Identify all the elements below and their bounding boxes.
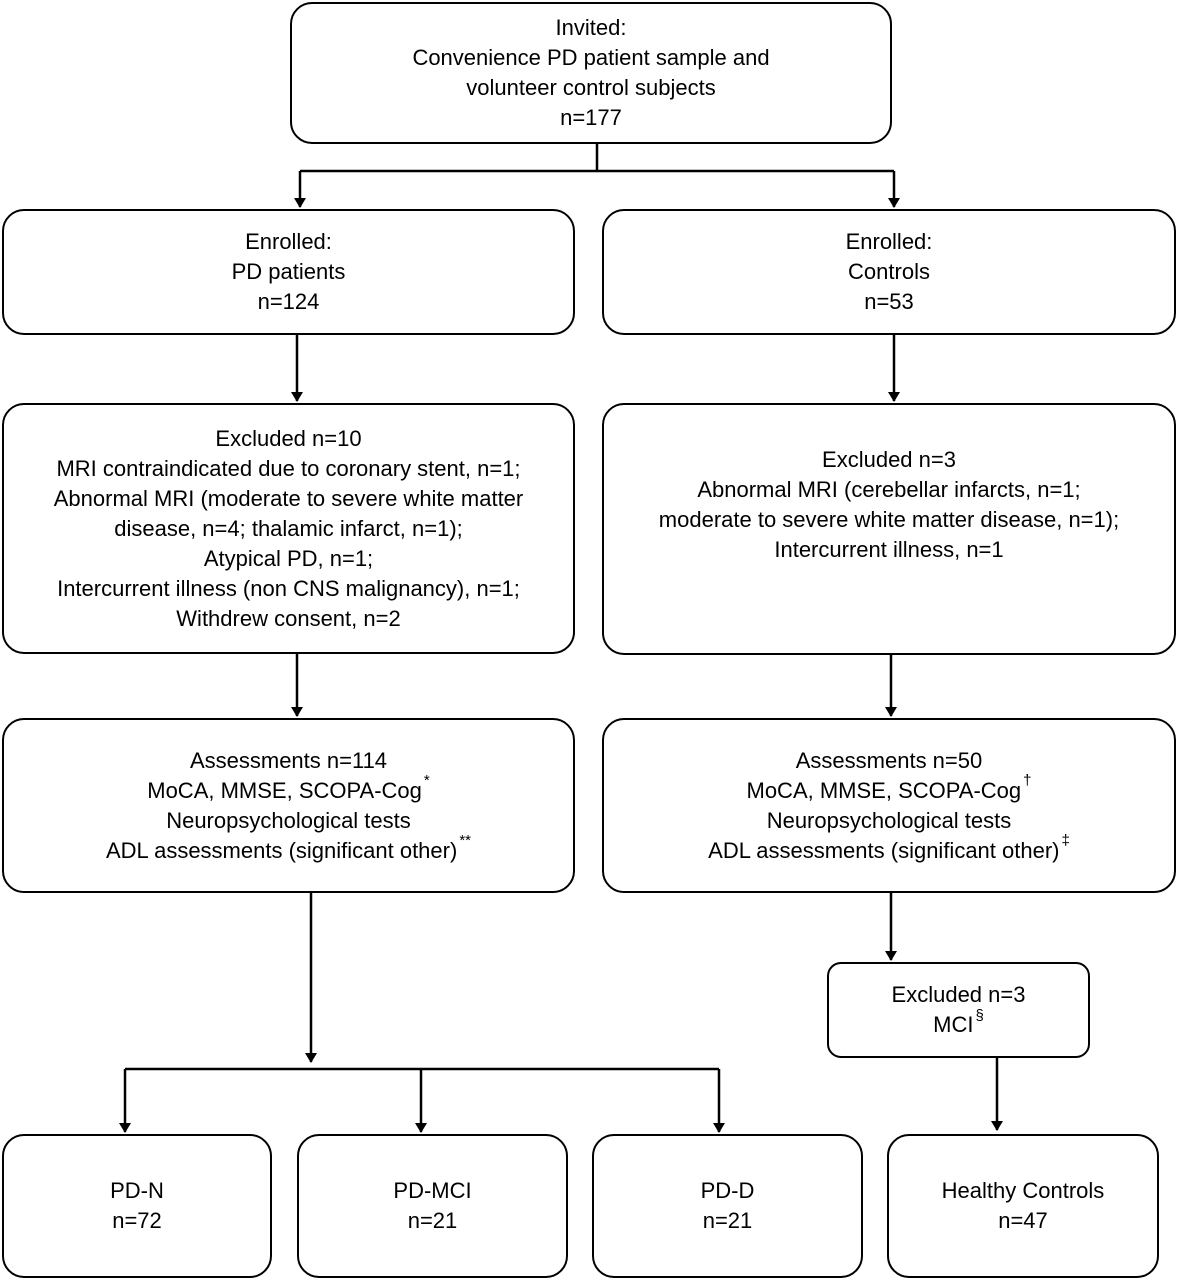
enrolled-controls-title: Enrolled: xyxy=(845,229,933,254)
invited-desc-1: Convenience PD patient sample and xyxy=(412,45,770,70)
outcome-healthy-controls-box: Healthy Controls n=47 xyxy=(887,1134,1159,1278)
assess-controls-neuropsych: Neuropsychological tests xyxy=(766,807,1012,833)
excluded-controls-box: Excluded n=3 Abnormal MRI (cerebellar in… xyxy=(602,403,1176,655)
assess-controls-cognitive: MoCA, MMSE, SCOPA-Cog† xyxy=(746,772,1032,803)
enrolled-pd-box: Enrolled: PD patients n=124 xyxy=(2,209,575,335)
excluded-controls-reason-1: Abnormal MRI (cerebellar infarcts, n=1; xyxy=(697,477,1081,502)
footnote-mark-adl-pd: ** xyxy=(459,832,471,850)
excluded-controls-reason-2: moderate to severe white matter disease,… xyxy=(658,507,1120,532)
connector-invited-split xyxy=(300,143,894,173)
enrolled-pd-title: Enrolled: xyxy=(245,229,332,254)
invited-title: Invited: xyxy=(555,15,627,40)
outcome-pd-n-label: PD-N xyxy=(110,1178,164,1203)
excluded-mci-reason: MCI§ xyxy=(933,1006,984,1037)
excluded-pd-reason-3: disease, n=4; thalamic infarct, n=1); xyxy=(114,515,463,541)
outcome-pd-mci-box: PD-MCI n=21 xyxy=(297,1134,568,1278)
enrolled-pd-count: n=124 xyxy=(257,289,320,314)
invited-box: Invited: Convenience PD patient sample a… xyxy=(290,2,892,144)
excluded-mci-box: Excluded n=3 MCI§ xyxy=(827,962,1090,1058)
outcome-pd-d-count: n=21 xyxy=(702,1208,753,1233)
excluded-pd-reason-1: MRI contraindicated due to coronary sten… xyxy=(56,455,521,481)
excluded-pd-reason-5: Intercurrent illness (non CNS malignancy… xyxy=(57,575,520,601)
excluded-controls-reason-3: Intercurrent illness, n=1 xyxy=(774,537,1004,562)
enrolled-controls-group: Controls xyxy=(848,259,930,284)
footnote-mark-cog-controls: † xyxy=(1023,772,1032,790)
excluded-mci-title: Excluded n=3 xyxy=(891,982,1026,1007)
outcome-pd-mci-count: n=21 xyxy=(407,1208,458,1233)
footnote-mark-adl-controls: ‡ xyxy=(1061,832,1070,850)
outcome-healthy-controls-label: Healthy Controls xyxy=(941,1178,1105,1203)
enrolled-pd-group: PD patients xyxy=(231,259,346,284)
enrolled-controls-count: n=53 xyxy=(864,289,914,314)
outcome-pd-n-box: PD-N n=72 xyxy=(2,1134,272,1278)
assess-pd-box: Assessments n=114 MoCA, MMSE, SCOPA-Cog*… xyxy=(2,718,575,893)
excluded-pd-reason-2: Abnormal MRI (moderate to severe white m… xyxy=(53,485,524,511)
excluded-pd-box: Excluded n=10 MRI contraindicated due to… xyxy=(2,403,575,654)
assess-pd-title: Assessments n=114 xyxy=(189,747,388,773)
assess-controls-title: Assessments n=50 xyxy=(795,747,983,773)
excluded-controls-title: Excluded n=3 xyxy=(822,447,956,472)
footnote-mark-mci: § xyxy=(975,1006,984,1024)
assess-pd-adl: ADL assessments (significant other)** xyxy=(105,832,471,863)
outcome-pd-n-count: n=72 xyxy=(112,1208,162,1233)
outcome-pd-d-label: PD-D xyxy=(700,1178,755,1203)
footnote-mark-cog-pd: * xyxy=(423,772,430,790)
outcome-healthy-controls-count: n=47 xyxy=(998,1208,1048,1233)
excluded-pd-reason-6: Withdrew consent, n=2 xyxy=(176,605,401,631)
excluded-pd-reason-4: Atypical PD, n=1; xyxy=(203,545,374,571)
outcome-pd-mci-label: PD-MCI xyxy=(393,1178,472,1203)
assess-pd-neuropsych: Neuropsychological tests xyxy=(166,807,411,833)
assess-controls-adl: ADL assessments (significant other)‡ xyxy=(708,832,1070,863)
excluded-pd-title: Excluded n=10 xyxy=(215,425,362,451)
assess-controls-box: Assessments n=50 MoCA, MMSE, SCOPA-Cog† … xyxy=(602,718,1176,893)
outcome-pd-d-box: PD-D n=21 xyxy=(592,1134,863,1278)
enrolled-controls-box: Enrolled: Controls n=53 xyxy=(602,209,1176,335)
invited-count: n=177 xyxy=(560,105,622,130)
assess-pd-cognitive: MoCA, MMSE, SCOPA-Cog* xyxy=(147,772,430,803)
invited-desc-2: volunteer control subjects xyxy=(466,75,716,100)
